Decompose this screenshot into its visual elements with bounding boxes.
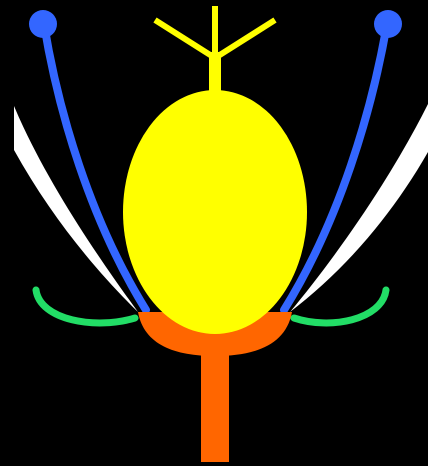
stamen-right-anther [374,10,402,38]
sepal-left [36,290,135,323]
ovary [123,90,307,334]
stamen-left-anther [29,10,57,38]
stigma [155,6,275,58]
petal-left [14,106,138,312]
pedicel [201,350,229,462]
